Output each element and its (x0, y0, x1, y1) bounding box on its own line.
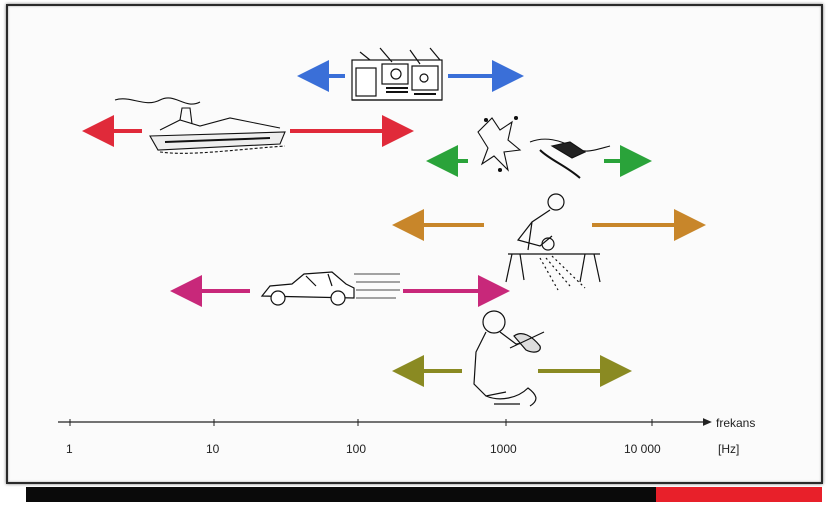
tick-label-10: 10 (206, 442, 220, 456)
ship-icon (114, 97, 286, 154)
car-icon (260, 271, 400, 306)
bottom-bar-red (656, 487, 822, 502)
tick-label-1000: 1000 (490, 442, 517, 456)
bottom-bar-black (26, 487, 656, 502)
axis-label: frekans (716, 416, 756, 430)
machine-icon (351, 47, 443, 101)
bird-icon (477, 115, 611, 179)
axis-ticks (69, 419, 653, 426)
axis-unit: [Hz] (718, 442, 740, 456)
violinist-icon (473, 310, 545, 407)
tick-label-10000: 10 000 (624, 442, 661, 456)
tick-label-1: 1 (66, 442, 73, 456)
grinder-worker-icon (505, 193, 601, 291)
tick-label-100: 100 (346, 442, 367, 456)
